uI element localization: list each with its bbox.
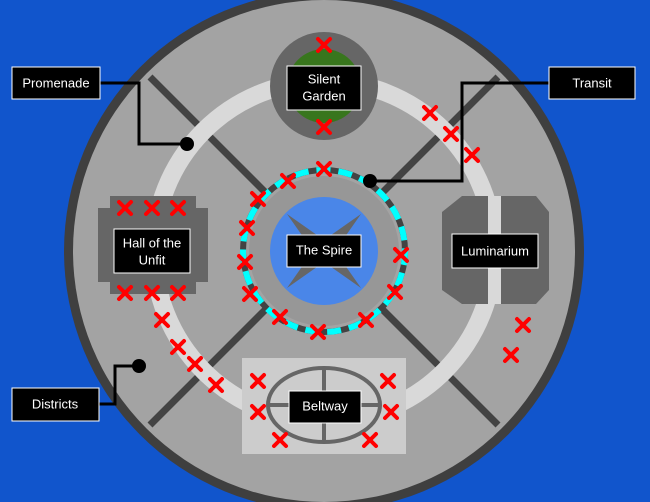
red-x-icon bbox=[316, 119, 332, 135]
red-x-icon bbox=[208, 377, 224, 393]
red-x-icon bbox=[170, 285, 186, 301]
silent-garden-label-line1: Silent bbox=[308, 71, 341, 86]
promenade-pin-icon bbox=[180, 137, 194, 151]
luminarium-label: Luminarium bbox=[461, 243, 529, 258]
red-x-icon bbox=[422, 105, 438, 121]
hall-of-the-unfit-label-line1: Hall of the bbox=[123, 235, 182, 250]
silent-garden-label-line2: Garden bbox=[302, 88, 345, 103]
red-x-icon bbox=[170, 200, 186, 216]
red-x-icon bbox=[503, 347, 519, 363]
transit-pin-icon bbox=[363, 174, 377, 188]
hall-of-the-unfit-label-line2: Unfit bbox=[139, 252, 166, 267]
red-x-icon bbox=[393, 247, 409, 263]
red-x-icon bbox=[242, 286, 258, 302]
red-x-icon bbox=[443, 126, 459, 142]
luminarium-label-box bbox=[451, 233, 539, 269]
red-x-icon bbox=[316, 161, 332, 177]
the-spire-label: The Spire bbox=[296, 242, 352, 257]
red-x-icon bbox=[515, 317, 531, 333]
red-x-icon bbox=[170, 339, 186, 355]
red-x-icon bbox=[237, 254, 253, 270]
red-x-icon bbox=[250, 404, 266, 420]
red-x-icon bbox=[250, 191, 266, 207]
red-x-icon bbox=[380, 373, 396, 389]
red-x-icon bbox=[362, 432, 378, 448]
promenade-label-box[interactable] bbox=[11, 66, 101, 100]
red-x-icon bbox=[358, 312, 374, 328]
red-x-icon bbox=[187, 356, 203, 372]
promenade-label: Promenade bbox=[22, 75, 89, 90]
transit-label: Transit bbox=[572, 75, 612, 90]
red-x-icon bbox=[239, 220, 255, 236]
red-x-icon bbox=[144, 200, 160, 216]
hall-of-the-unfit-district: Hall of the Unfit bbox=[98, 196, 208, 294]
beltway-label-box bbox=[288, 390, 362, 424]
marker-layer bbox=[117, 37, 531, 448]
the-spire-district: The Spire bbox=[270, 197, 378, 305]
beltway-district: Beltway bbox=[242, 358, 406, 454]
districts-pin-icon bbox=[132, 359, 146, 373]
red-x-icon bbox=[117, 200, 133, 216]
districts-label-box[interactable] bbox=[11, 387, 100, 422]
red-x-icon bbox=[117, 285, 133, 301]
transit-label-box[interactable] bbox=[548, 66, 636, 100]
red-x-icon bbox=[272, 432, 288, 448]
red-x-icon bbox=[272, 309, 288, 325]
transit-callout: Transit bbox=[363, 66, 636, 188]
red-x-icon bbox=[310, 324, 326, 340]
silent-garden-district: Silent Garden bbox=[270, 32, 378, 140]
red-x-icon bbox=[144, 285, 160, 301]
red-x-icon bbox=[464, 147, 480, 163]
districts-callout: Districts bbox=[11, 359, 146, 422]
the-spire-label-box bbox=[286, 234, 362, 268]
beltway-label: Beltway bbox=[302, 398, 348, 413]
red-x-icon bbox=[154, 312, 170, 328]
hall-of-the-unfit-label-box bbox=[113, 228, 191, 274]
red-x-icon bbox=[316, 37, 332, 53]
red-x-icon bbox=[387, 284, 403, 300]
districts-label: Districts bbox=[32, 396, 79, 411]
promenade-callout: Promenade bbox=[11, 66, 194, 151]
luminarium-district: Luminarium bbox=[442, 196, 549, 304]
red-x-icon bbox=[280, 173, 296, 189]
red-x-icon bbox=[383, 404, 399, 420]
silent-garden-label-box bbox=[286, 65, 362, 111]
red-x-icon bbox=[250, 373, 266, 389]
